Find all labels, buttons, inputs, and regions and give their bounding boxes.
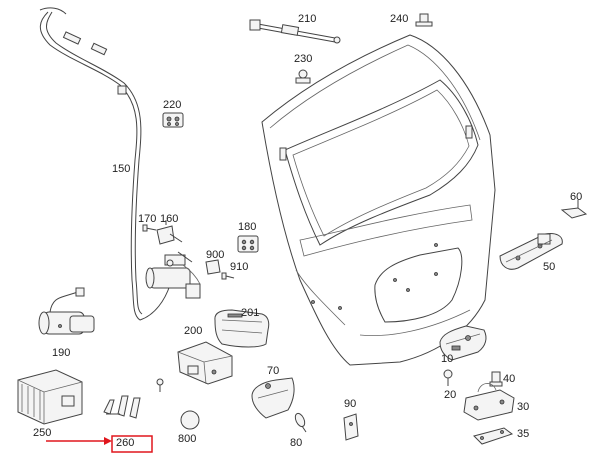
hose-150 xyxy=(39,7,171,321)
label-40: 40 xyxy=(503,373,515,385)
part-80-bulb xyxy=(294,412,307,433)
label-230: 230 xyxy=(294,53,312,65)
label-210: 210 xyxy=(298,13,316,25)
part-50-handle xyxy=(499,233,563,270)
part-35-plate xyxy=(473,427,514,445)
part-70-bracket xyxy=(251,377,295,419)
highlight-box xyxy=(111,435,153,453)
highlight-arrowhead xyxy=(104,437,112,445)
label-80: 80 xyxy=(290,437,302,449)
tailgate xyxy=(261,34,496,366)
part-30-striker xyxy=(463,383,515,421)
label-90: 90 xyxy=(344,398,356,410)
label-201: 201 xyxy=(241,307,259,319)
highlight-260 xyxy=(46,435,153,453)
label-180: 180 xyxy=(238,221,256,233)
part-230-ball-stud xyxy=(295,69,311,84)
label-800: 800 xyxy=(178,433,196,445)
label-60: 60 xyxy=(570,191,582,203)
label-260: 260 xyxy=(116,437,134,449)
label-50: 50 xyxy=(543,261,555,273)
label-160: 160 xyxy=(160,213,178,225)
part-910-screw xyxy=(221,272,235,280)
part-210-gas-strut xyxy=(249,19,341,44)
label-70: 70 xyxy=(267,365,279,377)
label-30: 30 xyxy=(517,401,529,413)
label-900: 900 xyxy=(206,249,224,261)
part-260-clips xyxy=(103,395,141,419)
part-170-screw xyxy=(142,224,157,232)
small-screw xyxy=(156,378,164,392)
label-200: 200 xyxy=(184,325,202,337)
part-900-clip xyxy=(205,259,221,275)
part-180-connector xyxy=(237,235,259,253)
label-240: 240 xyxy=(390,13,408,25)
callout-labels: 210 240 230 220 150 170 160 180 900 910 … xyxy=(33,13,582,449)
label-20: 20 xyxy=(444,389,456,401)
label-190: 190 xyxy=(52,347,70,359)
part-240-bolt xyxy=(415,13,433,27)
part-800-disc xyxy=(180,410,200,430)
part-90-bracket xyxy=(343,413,359,441)
part-190-actuator xyxy=(38,287,95,335)
part-201-cover xyxy=(214,309,270,348)
part-160-bracket xyxy=(156,220,183,245)
label-10: 10 xyxy=(441,353,453,365)
part-250-control-unit xyxy=(17,369,83,425)
part-10-lock xyxy=(439,325,487,361)
label-35: 35 xyxy=(517,428,529,440)
pump-motor-assembly xyxy=(145,251,201,299)
label-170: 170 xyxy=(138,213,156,225)
label-250: 250 xyxy=(33,427,51,439)
part-60-bracket xyxy=(560,200,588,219)
label-150: 150 xyxy=(112,163,130,175)
part-200-lock-motor xyxy=(177,341,233,385)
label-220: 220 xyxy=(163,99,181,111)
part-220-connector xyxy=(162,112,184,128)
part-20-screw xyxy=(443,369,453,386)
label-910: 910 xyxy=(230,261,248,273)
part-40-bolt xyxy=(489,371,503,387)
